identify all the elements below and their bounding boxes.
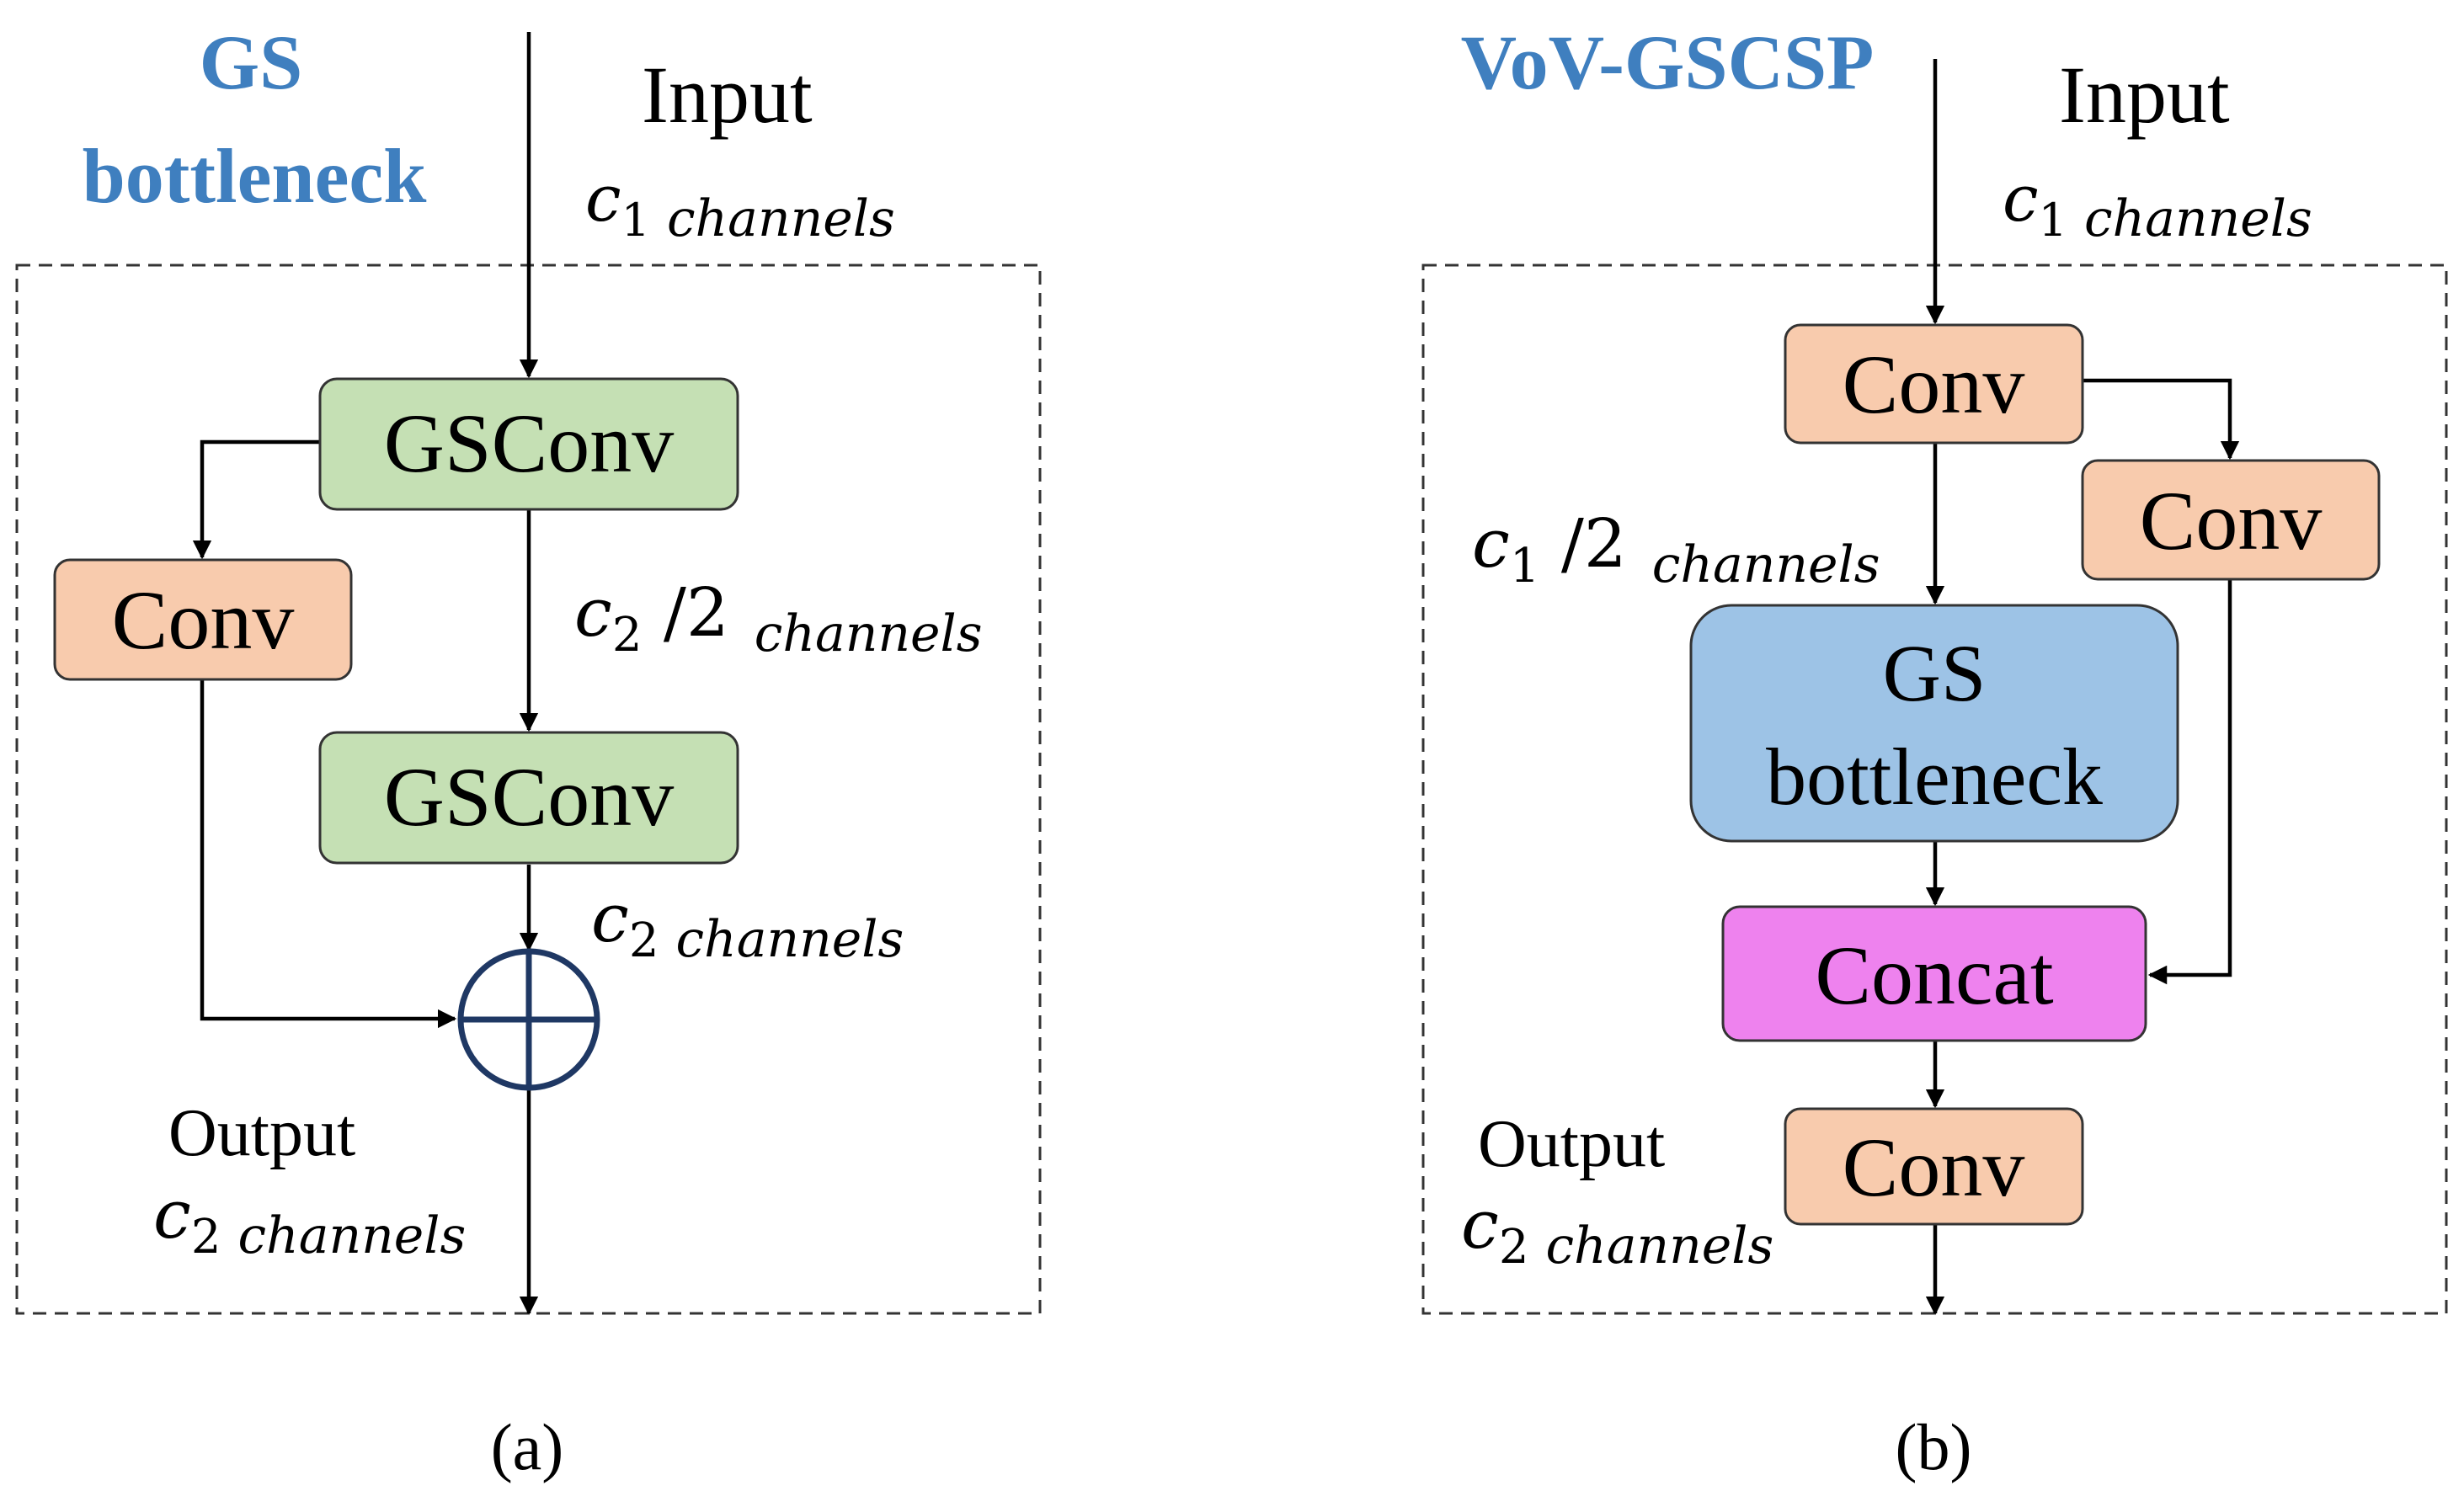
conv-out-box-b [1784, 1107, 2084, 1226]
gs-bottleneck-box [1689, 604, 2179, 843]
panel-b-output-channels: c2 channels [1461, 1185, 1773, 1275]
unit: channels [1652, 535, 1880, 594]
gsconv-bottom-box [318, 731, 739, 865]
conv-side-label-b: Conv [2140, 474, 2323, 567]
panel-b-input-label: Input [2059, 50, 2230, 140]
sub: 2 [1499, 1220, 1529, 1275]
side-conv-to-concat-branch [2147, 580, 2232, 985]
panel-a-title-line2: bottleneck [83, 133, 428, 219]
unit: channels [667, 189, 895, 248]
concat-label: Concat [1815, 929, 2053, 1022]
gsconv-to-conv-branch [192, 439, 320, 560]
panel-a-sum-channels: c2 channels [591, 879, 904, 969]
panel-a-mid-channels: c2 /2 channels [574, 573, 983, 663]
sub: 1 [1510, 539, 1540, 594]
var: c [585, 161, 621, 236]
panel-b-title: VoV-GSCSP [1461, 19, 1875, 105]
conv-out-label-b: Conv [1843, 1121, 2025, 1214]
unit: channels [1545, 1217, 1773, 1275]
unit: channels [755, 604, 983, 663]
sub: 1 [2039, 194, 2067, 247]
panel-a-output-label: Output [168, 1096, 355, 1170]
var: c [1472, 504, 1510, 583]
var: c [153, 1175, 191, 1254]
sub: 2 [191, 1210, 221, 1265]
gsconv-top-box [318, 377, 739, 511]
conv-box-a [53, 558, 353, 681]
conv-to-side-conv-branch [2083, 378, 2240, 461]
conv-to-sum-branch [200, 680, 457, 1029]
conv-top-label-b: Conv [1843, 338, 2025, 431]
sub: 1 [621, 194, 650, 247]
conv-side-box-b [2081, 459, 2381, 581]
gsconv-bottom-label: GSConv [384, 750, 675, 844]
var: c [591, 879, 629, 957]
unit: channels [675, 910, 904, 969]
panel-a-caption: (a) [491, 1410, 564, 1483]
panel-a-input-channels: c1 channels [585, 161, 895, 248]
div: /2 [1539, 504, 1626, 583]
conv-top-box-b [1784, 323, 2084, 445]
concat-box [1721, 905, 2147, 1042]
panel-b-output-label: Output [1478, 1107, 1665, 1181]
unit: channels [237, 1206, 466, 1265]
gs-bottleneck-label-line1: GS [1883, 628, 1987, 718]
conv-label-a: Conv [112, 573, 295, 667]
panel-a-input-label: Input [642, 50, 813, 140]
gs-bottleneck-label-line2: bottleneck [1766, 732, 2103, 822]
panel-b-caption: (b) [1896, 1410, 1972, 1483]
panel-b-input-channels: c1 channels [2003, 161, 2312, 248]
var: c [574, 573, 612, 652]
var: c [1461, 1185, 1499, 1264]
panel-a-title-line1: GS [200, 19, 303, 105]
panel-b-mid-channels: c1 /2 channels [1472, 504, 1880, 594]
sub: 2 [612, 608, 643, 663]
unit: channels [2084, 189, 2312, 248]
sub: 2 [629, 913, 659, 968]
var: c [2003, 161, 2039, 236]
panel-a-output-channels: c2 channels [153, 1175, 466, 1265]
gsconv-top-label: GSConv [384, 397, 675, 490]
div: /2 [642, 573, 728, 652]
